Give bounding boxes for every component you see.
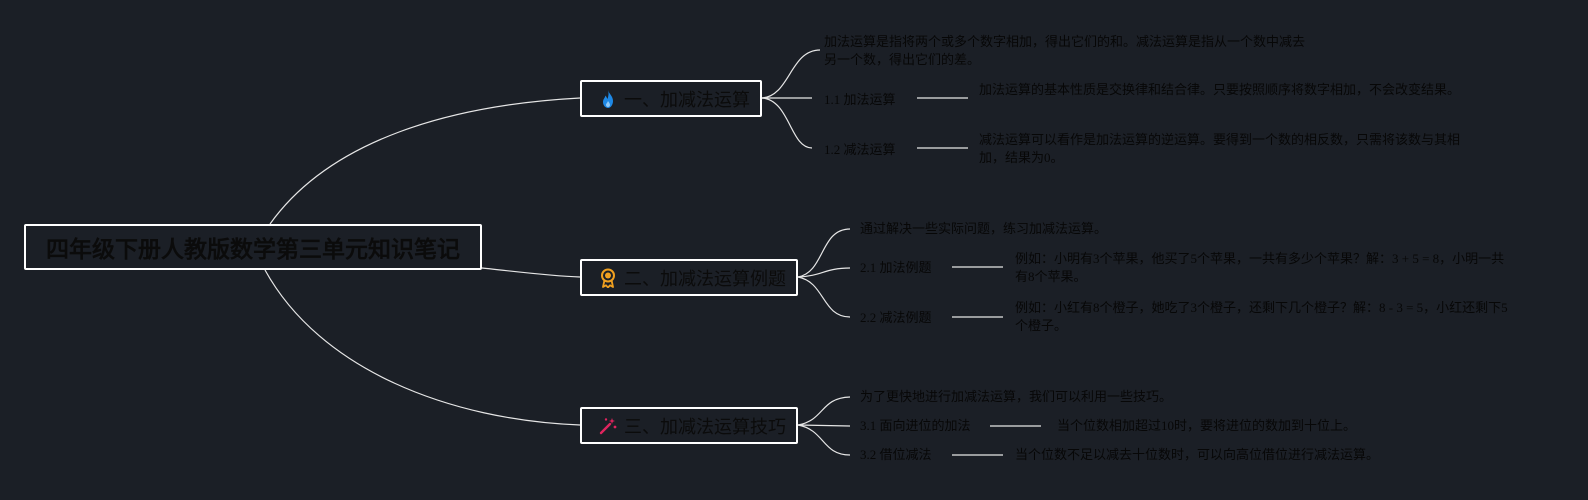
connector-root-branch-2 <box>481 267 581 278</box>
branch-1-intro: 加法运算是指将两个或多个数字相加，得出它们的和。减法运算是指从一个数中减去另一个… <box>824 34 1306 67</box>
connector-root-branch-1 <box>269 97 581 225</box>
award-icon <box>601 268 615 288</box>
branch-3-sub-2-detail: 当个位数不足以减去十位数时，可以向高位借位进行减法运算。 <box>1015 447 1380 462</box>
root-topic[interactable]: 四年级下册人教版数学第三单元知识笔记 <box>24 224 482 270</box>
connector-b2-intro <box>797 228 851 278</box>
branch-3-intro: 为了更快地进行加减法运算，我们可以利用一些技巧。 <box>860 389 1173 404</box>
branch-1-sub-2-detail: 减法运算可以看作是加法运算的逆运算。要得到一个数的相反数，只需将该数与其相加，结… <box>979 132 1461 165</box>
branch-2-sub-2-label[interactable]: 2.2 减法例题 <box>860 310 932 325</box>
connector-b2-sub2 <box>797 276 851 318</box>
connector-b1-sub2 <box>761 97 813 149</box>
connector-root-branch-3 <box>264 269 581 426</box>
connector-b1-intro <box>761 49 821 99</box>
connector-b2-sub1 <box>797 267 851 278</box>
branch-2-sub-2-detail: 例如：小红有8个橙子，她吃了3个橙子，还剩下几个橙子？解：8 - 3 = 5，小… <box>1015 300 1508 333</box>
connector-b3-intro <box>797 396 851 426</box>
branch-3-sub-1-detail: 当个位数相加超过10时，要将进位的数加到十位上。 <box>1057 418 1357 433</box>
magic-wand-icon <box>599 417 617 434</box>
branch-2-intro: 通过解决一些实际问题，练习加减法运算。 <box>860 221 1108 236</box>
flame-icon <box>603 89 613 108</box>
branch-3-sub-2-label[interactable]: 3.2 借位减法 <box>860 447 932 462</box>
branch-1-sub-2-label[interactable]: 1.2 减法运算 <box>824 142 896 157</box>
branch-1-label: 一、加减法运算 <box>624 89 750 110</box>
branch-2-sub-1-label[interactable]: 2.1 加法例题 <box>860 260 932 275</box>
branch-1-sub-1-label[interactable]: 1.1 加法运算 <box>824 92 896 107</box>
connector-b3-sub1 <box>797 424 851 427</box>
branch-2-sub-1-detail: 例如：小明有3个苹果，他买了5个苹果，一共有多少个苹果？解：3 + 5 = 8，… <box>1015 251 1505 284</box>
branch-2-label: 二、加减法运算例题 <box>624 268 786 289</box>
root-title: 四年级下册人教版数学第三单元知识笔记 <box>46 236 460 262</box>
branch-1-sub-1-detail: 加法运算的基本性质是交换律和结合律。只要按照顺序将数字相加，不会改变结果。 <box>979 82 1461 97</box>
connector-b3-sub2 <box>797 424 851 456</box>
branch-3-topic[interactable]: 三、加减法运算技巧 <box>580 407 798 444</box>
branch-2-topic[interactable]: 二、加减法运算例题 <box>580 259 798 296</box>
branch-3-label: 三、加减法运算技巧 <box>624 416 786 437</box>
branch-1-topic[interactable]: 一、加减法运算 <box>580 80 762 117</box>
branch-3-sub-1-label[interactable]: 3.1 面向进位的加法 <box>860 418 971 433</box>
